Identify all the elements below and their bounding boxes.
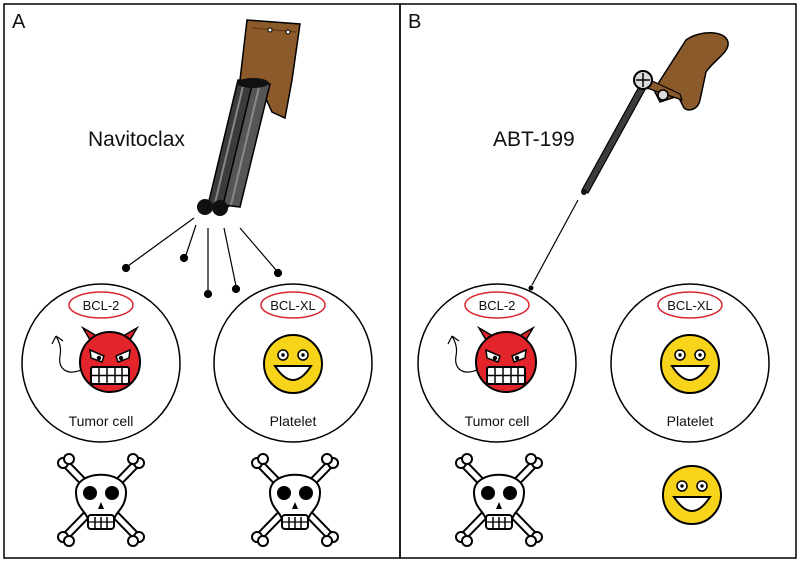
- panel-a: A Navitoclax BCL-2: [12, 11, 373, 546]
- surviving-smiley-icon: [662, 465, 722, 525]
- platelet-label-b: Platelet: [667, 413, 714, 429]
- panel-a-frame: [3, 3, 401, 559]
- bclxl-label-b: BCL-XL: [667, 298, 713, 313]
- tumor-cell-label-b: Tumor cell: [465, 413, 530, 429]
- panel-b-letter: B: [408, 11, 421, 33]
- smiley-face-icon: [263, 334, 323, 394]
- skull-crossbones-icon: [252, 454, 338, 546]
- panel-b: B ABT-199 BCL-2 Tumor cell: [408, 11, 770, 546]
- bcl2-oval-a: [68, 291, 134, 319]
- skull-crossbones-icon: [456, 454, 542, 546]
- platelet-b: BCL-XL Platelet: [610, 283, 770, 443]
- shotgun-pellets: [121, 217, 283, 299]
- bcl2-label-b: BCL-2: [479, 298, 516, 313]
- shotgun-icon: [197, 19, 301, 216]
- bclxl-label-a: BCL-XL: [270, 298, 316, 313]
- tumor-cell-label-a: Tumor cell: [69, 413, 134, 429]
- bclxl-oval-a: [260, 291, 326, 319]
- bcl2-label-a: BCL-2: [83, 298, 120, 313]
- bclxl-oval-b: [657, 291, 723, 319]
- panel-a-drug-label: Navitoclax: [88, 128, 185, 151]
- bullet-trajectory: [528, 199, 579, 291]
- panel-a-letter: A: [12, 11, 26, 33]
- sniper-rifle-icon: [581, 32, 729, 195]
- smiley-face-icon: [660, 334, 720, 394]
- tumor-cell-a: BCL-2 Tumor cell: [21, 283, 181, 443]
- skull-crossbones-icon: [58, 454, 144, 546]
- tumor-cell-b: BCL-2 Tumor cell: [417, 283, 577, 443]
- bcl2-oval-b: [464, 291, 530, 319]
- platelet-label-a: Platelet: [270, 413, 317, 429]
- panel-b-drug-label: ABT-199: [493, 128, 575, 151]
- panel-b-frame: [399, 3, 797, 559]
- platelet-a: BCL-XL Platelet: [213, 283, 373, 443]
